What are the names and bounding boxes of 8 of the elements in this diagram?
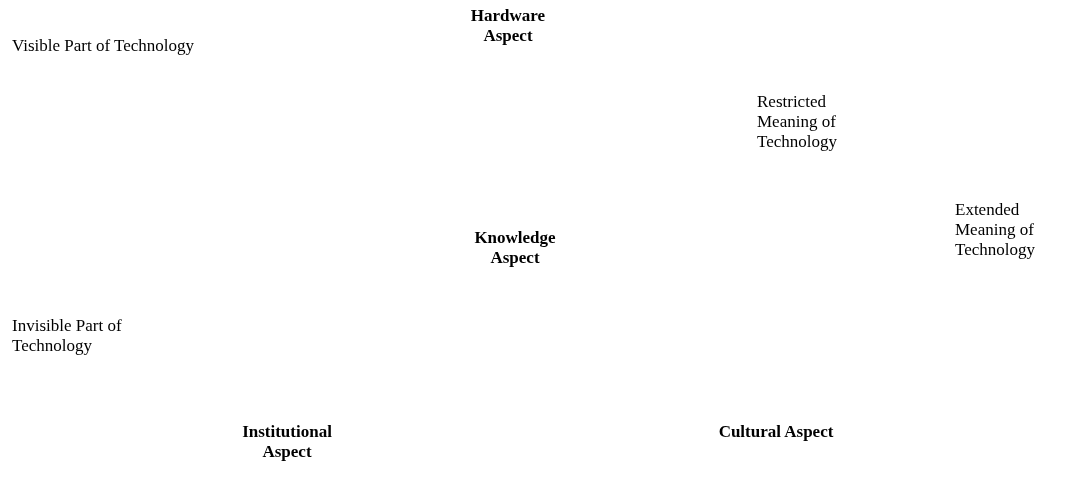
note-text: Visible Part of Technology: [12, 36, 196, 56]
aspect-heading: Cultural Aspect: [717, 422, 835, 442]
aspect-heading: Institutional Aspect: [241, 422, 333, 462]
note-text: Extended Meaning of Technology: [955, 200, 1036, 260]
note-text: Restricted Meaning of Technology: [757, 92, 838, 152]
note-text: Invisible Part of Technology: [12, 316, 123, 356]
aspect-heading: Knowledge Aspect: [473, 228, 557, 268]
aspect-heading: Hardware Aspect: [469, 6, 547, 46]
